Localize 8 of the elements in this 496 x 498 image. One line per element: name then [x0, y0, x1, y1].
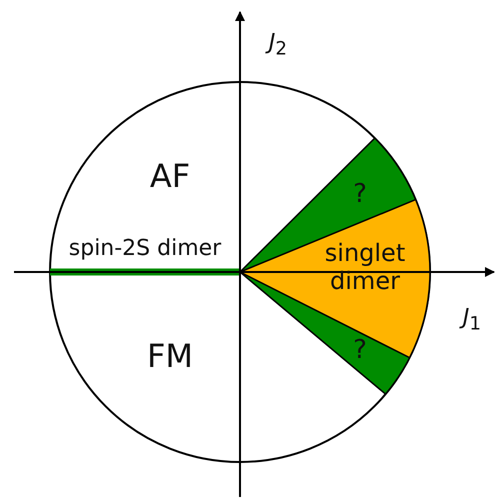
phase-label: ? [352, 180, 368, 210]
phase-label: spin-2S dimer [68, 236, 222, 262]
axis-label: J$_{2}$ [258, 30, 298, 60]
phase-label: AF [148, 158, 192, 195]
axis-label: J$_{1}$ [452, 305, 492, 334]
phase-label: FM [146, 338, 194, 375]
phase-label: ? [352, 336, 368, 366]
phase-label: singlet dimer [324, 240, 406, 296]
